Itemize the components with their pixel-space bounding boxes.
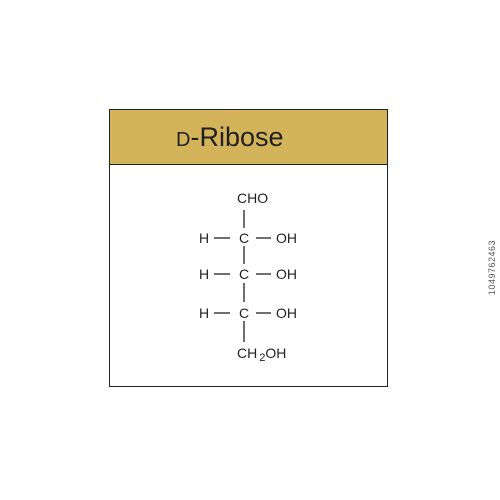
carbon-4: C (239, 305, 249, 321)
hydroxyl-3: OH (276, 305, 297, 321)
hydrogen-2: H (199, 266, 209, 282)
ch-part: CH (237, 345, 257, 361)
hydroxyl-2: OH (276, 266, 297, 282)
oh-part: OH (265, 345, 286, 361)
molecule-card: D-Ribose (109, 109, 388, 387)
card-header: D-Ribose (110, 110, 387, 165)
stock-id-watermark: 1049762463 (487, 240, 497, 296)
carbon-2: C (239, 230, 249, 246)
title-prefix: D (176, 129, 191, 151)
page-title: D-Ribose (176, 120, 284, 157)
hydroxyl-1: OH (276, 230, 297, 246)
carbon-3: C (239, 266, 249, 282)
cho-group: CHO (237, 190, 268, 206)
title-main: -Ribose (190, 122, 284, 152)
hydrogen-1: H (199, 230, 209, 246)
subscript-2: 2 (259, 352, 265, 364)
hydrogen-3: H (199, 305, 209, 321)
